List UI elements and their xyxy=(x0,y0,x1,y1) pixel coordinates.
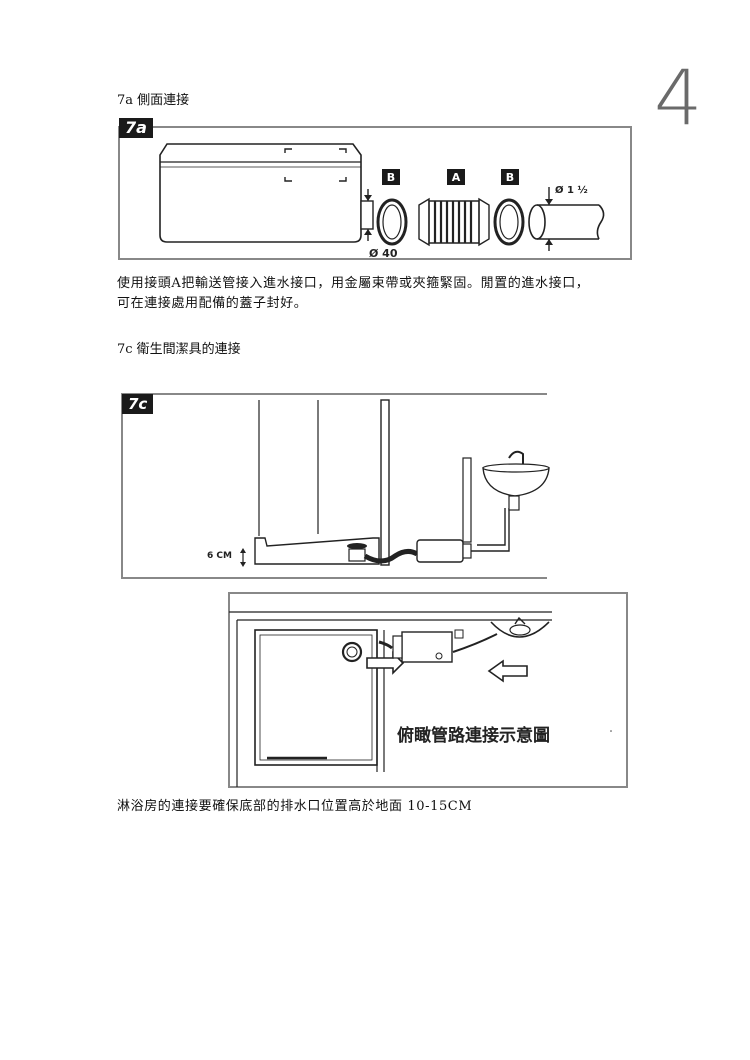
label-a: A xyxy=(452,171,461,184)
page-number: 4 xyxy=(654,53,703,142)
figure-7c-top-drawing: 俯瞰管路連接示意圖 xyxy=(228,592,628,788)
figure-7a-drawing: B A B Ø 1 xyxy=(118,126,632,260)
figure-7c-side-drawing: 6 CM xyxy=(121,393,550,579)
label-b-right: B xyxy=(506,171,514,184)
wash-basin-top xyxy=(490,616,550,638)
pump-unit xyxy=(416,539,464,563)
figure-7a-tag: 7a xyxy=(119,118,153,138)
figure-7c-top-view: 俯瞰管路連接示意圖 xyxy=(227,590,631,790)
inlet-pipe xyxy=(528,204,605,240)
flow-arrow-left xyxy=(487,659,528,683)
shower-tray xyxy=(254,537,380,565)
pipe-diameter-label: Ø 40 xyxy=(369,247,398,260)
section-7a-description-line2: 可在連接處用配備的蓋子封好。 xyxy=(117,296,308,311)
label-b-right-box xyxy=(501,169,519,185)
figure-7c-side-view: 6 CM 7c xyxy=(117,388,552,583)
section-7a-description-line1: 使用接頭A把輸送管接入進水接口，用金屬束帶或夾箍緊固。閒置的進水接口， xyxy=(117,276,590,291)
section-7a-heading: 7a 側面連接 xyxy=(117,93,190,108)
figure-frame xyxy=(118,126,632,260)
pump-unit-top xyxy=(401,631,453,663)
top-view-caption: 俯瞰管路連接示意圖 xyxy=(397,725,550,746)
wall xyxy=(380,399,390,566)
clamp-b-right xyxy=(493,198,525,246)
wash-basin xyxy=(482,450,550,511)
inlet-size-label: Ø 1 ½ xyxy=(555,184,588,196)
height-label: 6 CM xyxy=(207,551,232,561)
clamp-b-left xyxy=(376,198,408,246)
drain-hose xyxy=(363,548,419,564)
figure-7a: B A B Ø 1 xyxy=(117,117,635,262)
connector-a xyxy=(418,197,490,247)
label-b-left-box xyxy=(382,169,400,185)
section-7c-heading: 7c 衛生間潔具的連接 xyxy=(117,342,241,357)
figure-frame xyxy=(121,393,547,579)
shower-drain xyxy=(341,641,363,663)
pump-unit-body xyxy=(159,143,362,243)
vent-pipe xyxy=(462,457,472,543)
figure-frame xyxy=(228,592,628,788)
side-inlet xyxy=(360,200,374,230)
section-7a-description: 使用接頭A把輸送管接入進水接口，用金屬束帶或夾箍緊固。閒置的進水接口， 可在連接… xyxy=(117,274,647,314)
label-a-box xyxy=(447,169,465,185)
figure-7c-tag: 7c xyxy=(122,394,154,414)
section-7c-footer-note: 淋浴房的連接要確保底部的排水口位置高於地面 10-15CM xyxy=(117,799,473,814)
label-b-left: B xyxy=(387,171,395,184)
